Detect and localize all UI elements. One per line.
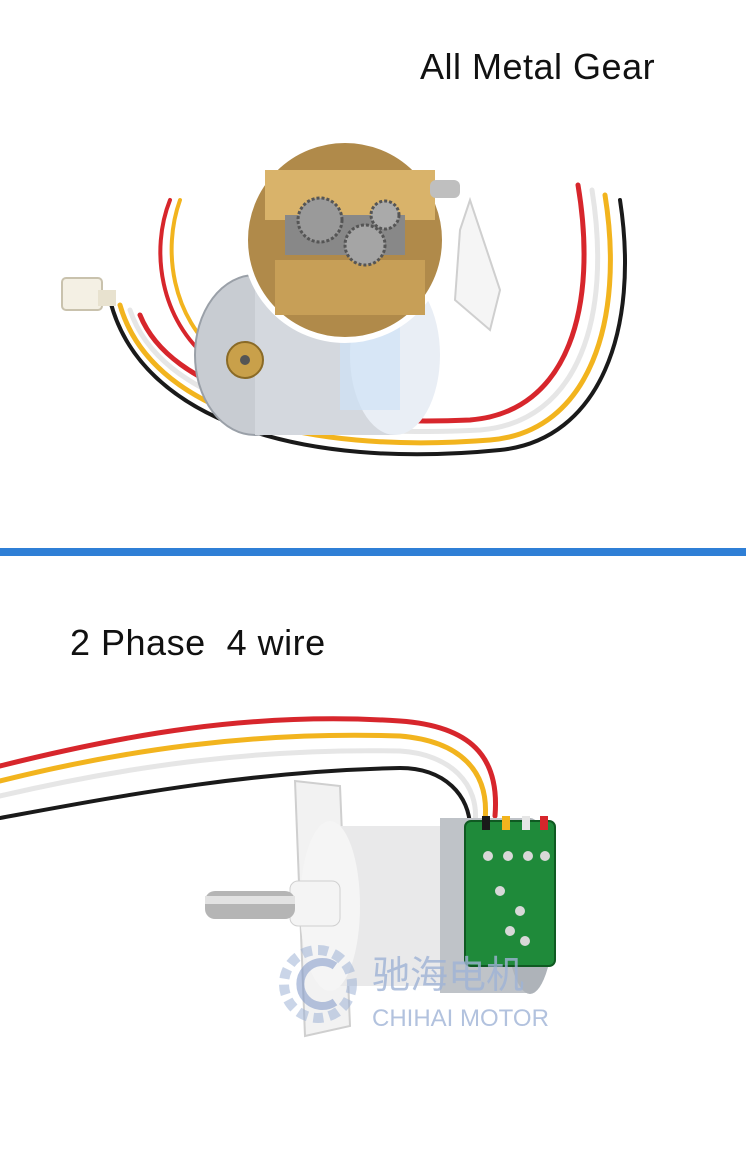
feature-heading-phase-wire: 2 Phase 4 wire: [70, 622, 326, 663]
bottom-product-panel: 驰海电机 CHIHAI MOTOR 2 Phase 4 wire: [0, 556, 750, 1159]
wire-bundle: [0, 716, 499, 830]
motor-shaft: [205, 880, 341, 927]
gear-closeup: [242, 137, 460, 343]
section-divider: [0, 548, 746, 556]
wire-bundle: [108, 182, 627, 457]
pcb-board: [464, 816, 556, 967]
feature-heading-metal-gear: All Metal Gear: [420, 46, 656, 87]
wire-connector: [61, 277, 116, 311]
watermark-english-text: CHIHAI MOTOR: [372, 1005, 549, 1032]
top-product-panel: All Metal Gear: [0, 0, 750, 548]
watermark-chinese-text: 驰海电机: [372, 953, 524, 997]
watermark-logo-icon: [279, 945, 357, 1023]
stepper-motor-illustration: 驰海电机 CHIHAI MOTOR: [0, 716, 556, 1038]
geared-motor-illustration: [61, 137, 627, 457]
mounting-bracket: [453, 196, 502, 332]
